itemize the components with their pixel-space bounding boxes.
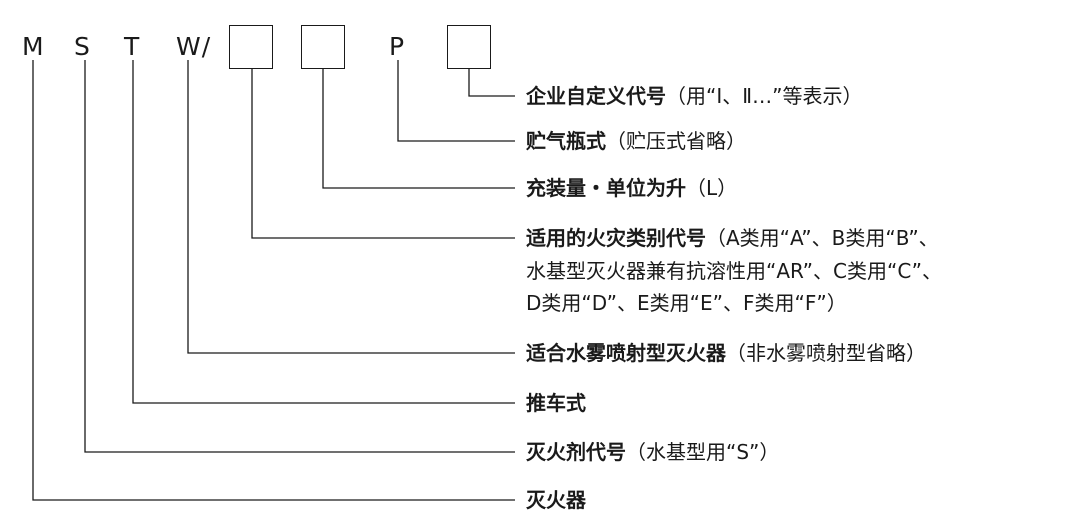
desc-agent-note: （水基型用“S”） [626,440,780,464]
desc-cartridge-main: 贮气瓶式 [526,129,606,153]
desc-fire-class-line3: D类用“D”、E类用“E”、F类用“F”） [526,289,847,317]
desc-agent: 灭火剂代号（水基型用“S”） [526,438,779,466]
connector-T [132,60,515,404]
desc-capacity: 充装量・单位为升（L） [526,174,737,202]
connector-S [84,60,515,453]
desc-extinguisher-main: 灭火器 [526,488,586,512]
connector-box3 [468,69,515,97]
desc-custom-code-main: 企业自定义代号 [526,84,666,108]
connector-box2 [322,69,515,189]
connector-M [32,60,515,501]
desc-fire-class: 适用的火灾类别代号（A类用“A”、B类用“B”、 [526,224,939,252]
connector-box1 [251,69,515,239]
desc-cartridge-note: （贮压式省略） [606,129,746,153]
desc-capacity-note: （L） [686,176,738,200]
code-box-custom [447,25,491,69]
desc-mist-note: （非水雾喷射型省略） [726,341,926,365]
code-letter-p: P [389,32,406,61]
desc-wheeled: 推车式 [526,389,586,417]
desc-mist-main: 适合水雾喷射型灭火器 [526,341,726,365]
desc-fire-class-main: 适用的火灾类别代号 [526,226,706,250]
connector-W [187,60,515,354]
desc-cartridge: 贮气瓶式（贮压式省略） [526,127,746,155]
connector-P [397,60,515,142]
desc-agent-main: 灭火剂代号 [526,440,626,464]
desc-custom-code: 企业自定义代号（用“Ⅰ、Ⅱ…”等表示） [526,82,862,110]
desc-capacity-main: 充装量・单位为升 [526,176,686,200]
desc-fire-class-line2-text: 水基型灭火器兼有抗溶性用“AR”、C类用“C”、 [526,259,943,283]
desc-mist: 适合水雾喷射型灭火器（非水雾喷射型省略） [526,339,926,367]
desc-wheeled-main: 推车式 [526,391,586,415]
code-letter-m: M [22,32,45,61]
desc-custom-code-note: （用“Ⅰ、Ⅱ…”等表示） [666,84,863,108]
desc-fire-class-note: （A类用“A”、B类用“B”、 [706,226,939,250]
desc-fire-class-line3-text: D类用“D”、E类用“E”、F类用“F”） [526,291,847,315]
code-box-fire-class [229,25,273,69]
desc-extinguisher: 灭火器 [526,486,586,514]
code-box-capacity [301,25,345,69]
code-letter-s: S [74,32,91,61]
code-letter-t: T [124,32,141,61]
desc-fire-class-line2: 水基型灭火器兼有抗溶性用“AR”、C类用“C”、 [526,257,942,285]
code-letter-w: W/ [176,32,212,61]
